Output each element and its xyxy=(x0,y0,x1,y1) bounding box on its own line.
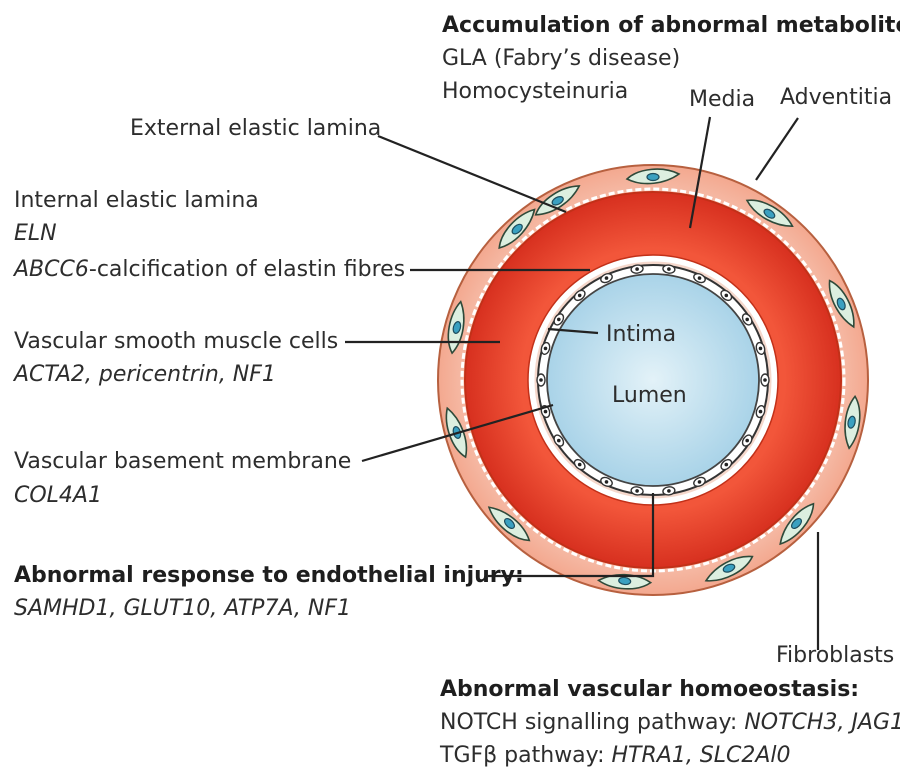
endothelial-heading: Abnormal response to endothelial injury: xyxy=(14,563,524,588)
abcc6-gene: ABCC6 xyxy=(12,257,89,282)
eln-gene: ELN xyxy=(14,221,57,246)
endothelial-nucleus xyxy=(725,463,729,467)
leader-external-lamina xyxy=(378,136,566,212)
endothelial-nucleus xyxy=(759,347,763,351)
fibroblasts-label: Fibroblasts xyxy=(776,643,894,668)
endothelial-nucleus xyxy=(635,489,639,493)
endothelial-nucleus xyxy=(635,267,639,271)
endothelial-nucleus xyxy=(605,276,609,280)
notch-genes: NOTCH3, JAG1 xyxy=(744,710,900,735)
endothelial-nucleus xyxy=(544,347,548,351)
endothelial-nucleus xyxy=(667,267,671,271)
vsmc-label: Vascular smooth muscle cells xyxy=(14,329,338,354)
endothelial-nucleus xyxy=(667,489,671,493)
tgf-genes: HTRA1, SLC2Al0 xyxy=(612,743,791,768)
endothelial-nucleus xyxy=(745,318,749,322)
lumen xyxy=(547,274,759,486)
metabolites-line-2: Homocysteinuria xyxy=(442,79,628,104)
endothelial-nucleus xyxy=(539,378,543,382)
external-elastic-lamina-label: External elastic lamina xyxy=(130,116,381,141)
endothelial-nucleus xyxy=(544,410,548,414)
col4a1-gene: COL4A1 xyxy=(14,483,102,508)
endothelial-nucleus xyxy=(557,439,561,443)
media-label: Media xyxy=(689,87,755,112)
endothelial-genes: SAMHD1, GLUT10, ATP7A, NF1 xyxy=(14,596,351,621)
endothelial-nucleus xyxy=(725,294,729,298)
notch-text: NOTCH signalling pathway: xyxy=(440,710,744,735)
homeostasis-heading: Abnormal vascular homoeostasis: xyxy=(440,677,859,702)
endothelial-nucleus xyxy=(763,378,767,382)
metabolites-line-1: GLA (Fabry’s disease) xyxy=(442,46,680,71)
endothelial-nucleus xyxy=(605,480,609,484)
internal-elastic-lamina-label: Internal elastic lamina xyxy=(14,188,259,213)
endothelial-nucleus xyxy=(759,410,763,414)
endothelial-nucleus xyxy=(557,318,561,322)
abcc6-text: -calcification of elastin fibres xyxy=(89,257,405,282)
endothelial-nucleus xyxy=(745,439,749,443)
leader-adventitia xyxy=(756,118,798,180)
endothelial-nucleus xyxy=(578,463,582,467)
tgf-text: TGFβ pathway: xyxy=(439,743,612,768)
vsmc-genes: ACTA2, pericentrin, NF1 xyxy=(12,362,276,387)
metabolites-heading: Accumulation of abnormal metabolites: xyxy=(442,13,900,38)
endothelial-nucleus xyxy=(698,276,702,280)
endothelial-nucleus xyxy=(698,480,702,484)
fibroblast-nucleus xyxy=(647,174,659,181)
basement-membrane-label: Vascular basement membrane xyxy=(14,449,351,474)
endothelial-nucleus xyxy=(578,294,582,298)
adventitia-label: Adventitia xyxy=(780,85,892,110)
abcc6-line: ABCC6-calcification of elastin fibres xyxy=(12,257,405,282)
tgf-line: TGFβ pathway: HTRA1, SLC2Al0 xyxy=(439,743,791,768)
intima-label: Intima xyxy=(606,322,676,347)
notch-line: NOTCH signalling pathway: NOTCH3, JAG1 xyxy=(440,710,900,735)
lumen-label: Lumen xyxy=(612,383,687,408)
